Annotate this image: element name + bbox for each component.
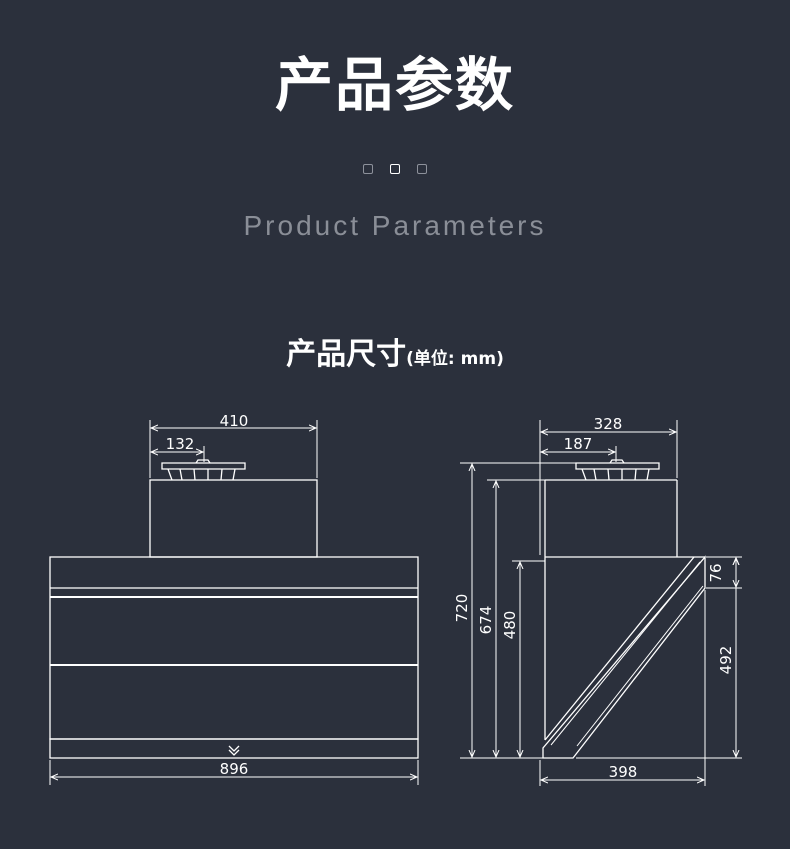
side-fan-cap (575, 459, 660, 481)
pager-dots (0, 164, 790, 174)
dim-label-panel-height: 480 (501, 611, 519, 640)
dim-label-panel-depth-height: 492 (717, 646, 735, 675)
dim-label-bottom-depth: 398 (609, 763, 638, 781)
front-view (49, 420, 419, 785)
section-title: 产品尺寸(单位: mm) (0, 335, 790, 379)
dim-label-top-depth: 328 (594, 415, 623, 433)
chevron-down-icon (228, 745, 240, 756)
dim-label-top-width: 410 (220, 412, 249, 430)
front-fan-cap (161, 459, 246, 481)
dim-label-motor-depth: 187 (564, 435, 593, 453)
side-glass-panel (542, 555, 706, 759)
section-title-text: 产品尺寸 (286, 337, 407, 372)
section-unit: (单位: mm) (406, 349, 504, 369)
pager-dot-1 (363, 164, 373, 174)
dim-label-total-width: 896 (220, 760, 249, 778)
front-body (49, 556, 419, 740)
front-chimney (149, 479, 318, 558)
dim-label-top-strip: 76 (707, 563, 725, 582)
dim-label-body-height: 674 (477, 606, 495, 635)
dim-label-motor-offset: 132 (166, 435, 195, 453)
side-view (460, 420, 742, 786)
front-bottom-strip (49, 738, 419, 759)
pager-dot-3 (417, 164, 427, 174)
page-title: 产品参数 (274, 51, 515, 119)
dim-label-total-height: 720 (453, 594, 471, 623)
pager-dot-2 (390, 164, 400, 174)
page-subtitle: Product Parameters (243, 210, 547, 241)
side-body-slant (544, 556, 695, 741)
